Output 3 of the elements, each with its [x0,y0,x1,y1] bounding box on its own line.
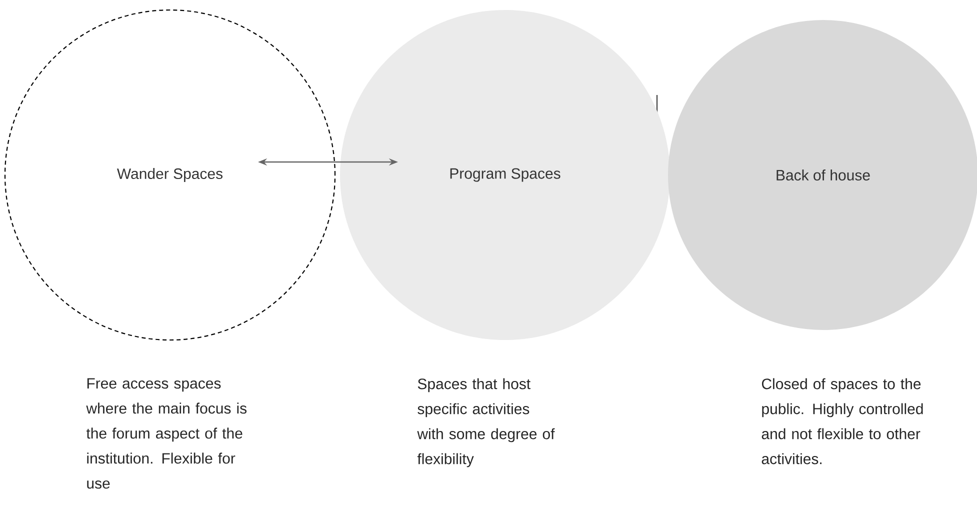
description-text: Closed of spaces to the public. Highly controlled and not flexible to other activities. [762,378,923,464]
description-text: Free access spaces where the main focus is the forum aspect of the institution. Flexible for use [86,378,247,489]
description-text: Spaces that host specific activities with some degree of flexibility [417,378,555,468]
